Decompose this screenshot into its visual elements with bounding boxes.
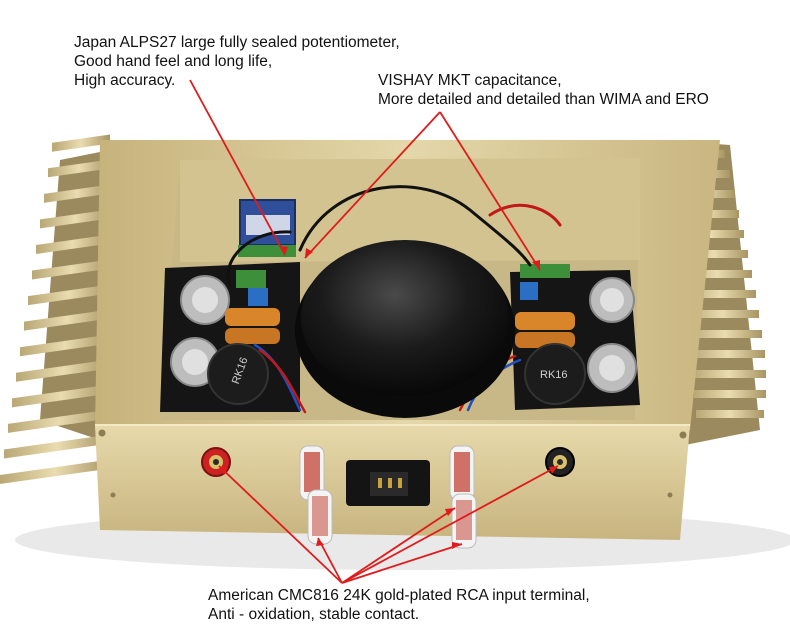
- vishay-capacitor-caption: VISHAY MKT capacitance, More detailed an…: [378, 71, 709, 109]
- rca-terminal-caption: American CMC816 24K gold-plated RCA inpu…: [208, 586, 590, 624]
- vishay-caption-line-2: More detailed and detailed than WIMA and…: [378, 91, 709, 108]
- amp-board-left: RK16: [160, 262, 300, 412]
- alps-caption-line-1: Japan ALPS27 large fully sealed potentio…: [74, 34, 400, 51]
- amp-board-right: RK16: [510, 264, 640, 410]
- annotation-arrows: [189, 79, 559, 584]
- alps-caption-line-2: Good hand feel and long life,: [74, 53, 273, 70]
- rca-caption-line-1: American CMC816 24K gold-plated RCA inpu…: [208, 587, 590, 604]
- rca-jack-right: [545, 447, 575, 477]
- iec-power-socket: [346, 460, 430, 506]
- alps-caption-line-3: High accuracy.: [74, 72, 176, 89]
- rca-caption-line-2: Anti - oxidation, stable contact.: [208, 606, 420, 623]
- capacitor-right-label: RK16: [540, 369, 568, 381]
- toroidal-transformer: [295, 240, 515, 418]
- arrow-heads: [219, 246, 558, 549]
- speaker-terminal-left: [299, 445, 333, 545]
- alps-potentiometer-caption: Japan ALPS27 large fully sealed potentio…: [74, 33, 400, 90]
- speaker-terminal-right: [449, 445, 477, 549]
- vishay-caption-line-1: VISHAY MKT capacitance,: [378, 72, 562, 89]
